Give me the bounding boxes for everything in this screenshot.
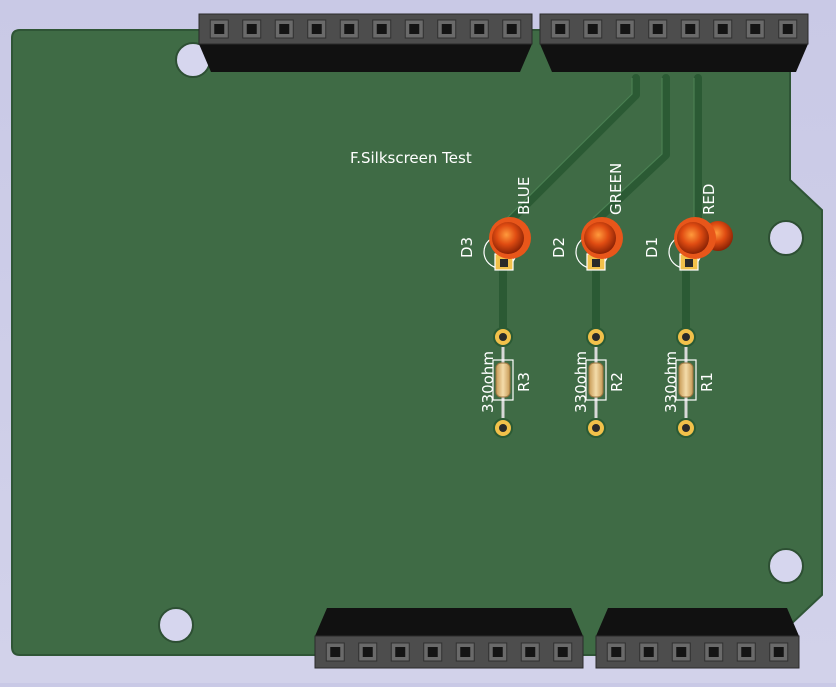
header-pin-socket [773, 647, 784, 657]
header-pin-socket [611, 647, 622, 657]
led-color-label: GREEN [607, 163, 625, 215]
header-pin-socket [376, 24, 387, 34]
header-pin-socket [474, 24, 485, 34]
trace-highlights [501, 78, 695, 225]
header-pin-socket [557, 647, 568, 657]
resistor-pad-hole [592, 333, 600, 341]
resistor-ref-label: R2 [608, 372, 626, 392]
header-pin-socket [676, 647, 687, 657]
header-pin-socket [708, 647, 719, 657]
led-ref-label: D2 [550, 237, 568, 258]
header-pin-socket [441, 24, 452, 34]
resistor-group: 330ohm R3 330ohm R2 330ohm R1 [479, 327, 716, 438]
resistor-value-label: 330ohm [479, 351, 497, 413]
led-dome-inner [584, 222, 616, 254]
copper-traces [499, 74, 702, 341]
resistor-ref-label: R1 [698, 372, 716, 392]
led-d1[interactable]: D1 RED [643, 184, 733, 271]
resistor-body [588, 362, 604, 398]
led-pad-hole [500, 259, 508, 267]
header-pin-socket [492, 647, 503, 657]
pin-header-top-left [198, 13, 533, 72]
mounting-hole [768, 220, 804, 256]
header-pin-socket [311, 24, 322, 34]
resistor-silk-outline [675, 359, 697, 401]
header-pin-socket [685, 24, 696, 34]
header-pin-socket [246, 24, 257, 34]
header-pin-socket [717, 24, 728, 34]
mounting-hole [768, 548, 804, 584]
mounting-hole [158, 607, 194, 643]
led-color-label: RED [700, 184, 718, 215]
led-dome-inner [492, 222, 524, 254]
resistor-ref-label: R3 [515, 372, 533, 392]
header-pin-socket [782, 24, 793, 34]
header-pin-socket [330, 647, 341, 657]
resistor-r2[interactable]: 330ohm R2 [572, 327, 626, 438]
header-pin-socket [344, 24, 355, 34]
header-pin-socket [427, 647, 438, 657]
resistor-r3[interactable]: 330ohm R3 [479, 327, 533, 438]
header-pin-socket [555, 24, 566, 34]
resistor-silk-outline [492, 359, 514, 401]
header-pin-socket [409, 24, 420, 34]
header-pin-socket [395, 647, 406, 657]
led-dome-inner [677, 222, 709, 254]
header-pin-socket [652, 24, 663, 34]
led-pad-hole [685, 259, 693, 267]
led-d2[interactable]: D2 GREEN [550, 163, 625, 271]
header-pin-socket [362, 647, 373, 657]
header-pin-socket [460, 647, 471, 657]
pin-header-top-right [539, 13, 809, 72]
header-pin-socket [643, 647, 654, 657]
resistor-body [495, 362, 511, 398]
header-pin-socket [279, 24, 290, 34]
header-pin-socket [214, 24, 225, 34]
resistor-r1[interactable]: 330ohm R1 [662, 327, 716, 438]
header-pin-socket [750, 24, 761, 34]
resistor-pad-hole [682, 333, 690, 341]
led-pad-hole [592, 259, 600, 267]
header-pin-socket [506, 24, 517, 34]
header-pin-socket [741, 647, 752, 657]
resistor-silk-outline [585, 359, 607, 401]
led-ref-label: D1 [643, 237, 661, 258]
header-pin-socket [525, 647, 536, 657]
resistor-pad-hole [592, 424, 600, 432]
resistor-pad-hole [499, 424, 507, 432]
resistor-pad-hole [682, 424, 690, 432]
pin-header-bottom-right [595, 608, 800, 669]
led-color-label: BLUE [515, 177, 533, 215]
pcb-board [11, 29, 823, 656]
header-pin-socket [587, 24, 598, 34]
led-ref-label: D3 [458, 237, 476, 258]
resistor-body [678, 362, 694, 398]
led-d3[interactable]: D3 BLUE [458, 177, 533, 271]
led-group: D3 BLUE D2 GREEN D1 RED [458, 163, 733, 271]
silkscreen-title: F.Silkscreen Test [350, 149, 472, 167]
header-pin-socket [620, 24, 631, 34]
resistor-pad-hole [499, 333, 507, 341]
resistor-value-label: 330ohm [572, 351, 590, 413]
pin-header-bottom-left [314, 608, 584, 669]
resistor-value-label: 330ohm [662, 351, 680, 413]
